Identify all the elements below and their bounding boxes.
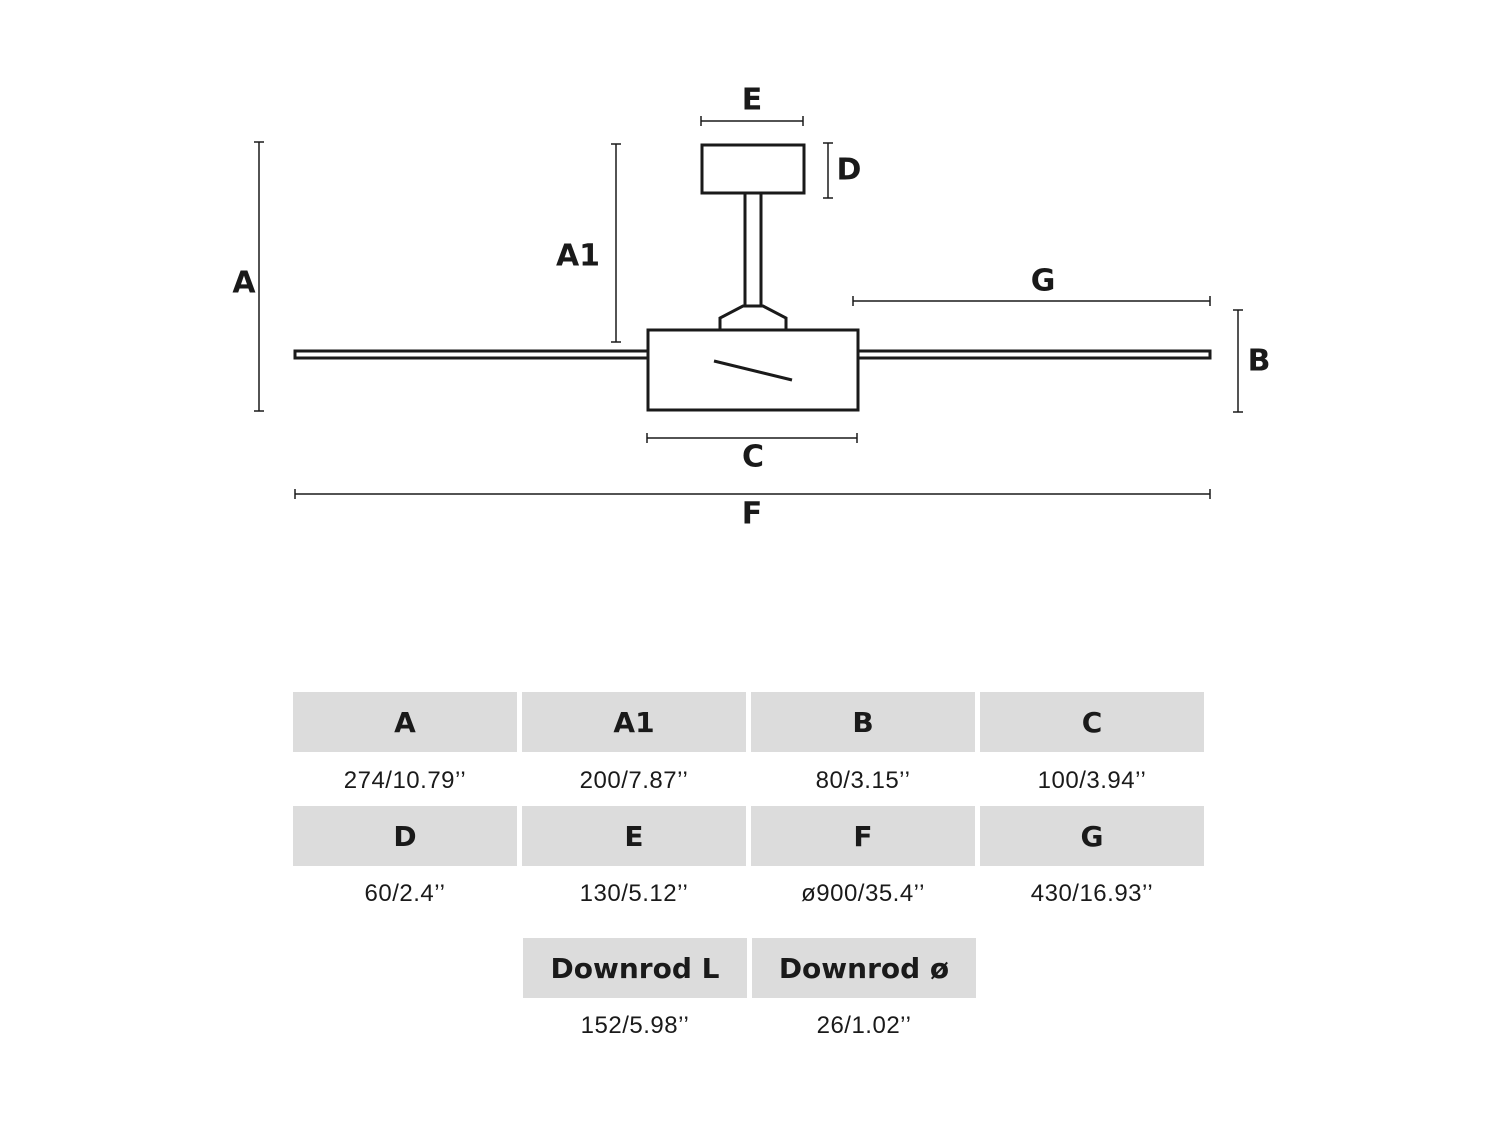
downrod: [743, 191, 763, 308]
table-value-g: 430/16.93’’: [1030, 880, 1154, 907]
ceiling-canopy: [700, 143, 806, 195]
label-f: F: [742, 497, 763, 532]
table-header-d: D: [293, 806, 517, 866]
table-value-e: 130/5.12’’: [579, 880, 689, 907]
table-header-a1: A1: [522, 692, 746, 752]
fan-dimension-diagram: A A1 E D G B C F: [232, 83, 1271, 532]
table-value-a: 274/10.79’’: [343, 767, 467, 794]
motor-collar: [718, 304, 788, 332]
label-g: G: [1031, 264, 1056, 299]
right-blade: [856, 349, 1212, 360]
table-value-d: 60/2.4’’: [364, 880, 446, 907]
label-d: D: [837, 153, 862, 188]
table-header-f: F: [751, 806, 975, 866]
table-header-downrod-diameter: Downrod ø: [752, 938, 976, 998]
label-e: E: [742, 83, 763, 118]
table-header-e: E: [522, 806, 746, 866]
table-value-c: 100/3.94’’: [1037, 767, 1147, 794]
label-a: A: [232, 266, 256, 301]
table-header-a: A: [293, 692, 517, 752]
table-value-downrod-length: 152/5.98’’: [580, 1012, 690, 1039]
table-header-downrod-length: Downrod L: [523, 938, 747, 998]
table-header-c: C: [980, 692, 1204, 752]
table-value-b: 80/3.15’’: [815, 767, 911, 794]
table-value-downrod-diameter: 26/1.02’’: [816, 1012, 912, 1039]
table-header-b: B: [751, 692, 975, 752]
table-header-g: G: [980, 806, 1204, 866]
table-value-f: ø900/35.4’’: [801, 880, 925, 907]
housing-mark: [713, 359, 793, 382]
label-b: B: [1248, 344, 1271, 379]
label-a1: A1: [556, 239, 600, 274]
left-blade: [293, 349, 650, 360]
table-value-a1: 200/7.87’’: [579, 767, 689, 794]
label-c: C: [742, 440, 764, 475]
motor-housing: [646, 328, 860, 412]
